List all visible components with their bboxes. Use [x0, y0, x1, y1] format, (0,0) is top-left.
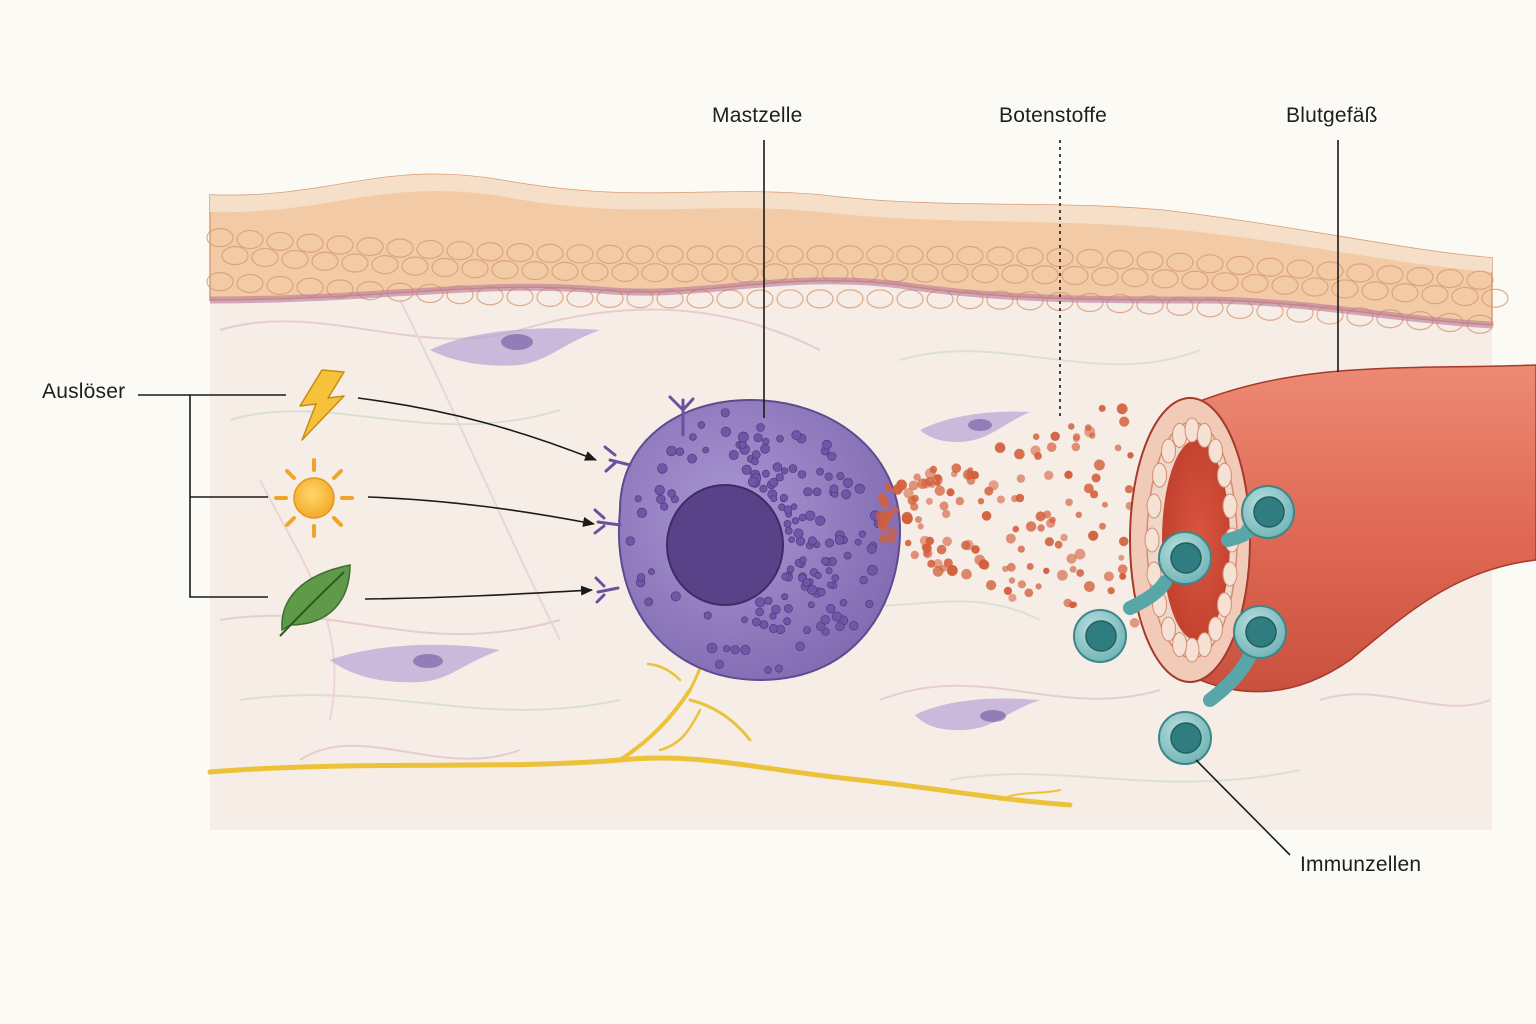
immune-cells [1073, 485, 1295, 765]
mast-cell [593, 395, 902, 682]
sun-icon [274, 458, 354, 538]
label-mast-cell: Mastzelle [712, 104, 803, 127]
messenger-particles [876, 403, 1140, 633]
lightning-icon [299, 369, 345, 441]
trigger-arrows [357, 397, 597, 600]
label-blood-vessel: Blutgefäß [1286, 104, 1378, 127]
label-messengers: Botenstoffe [999, 104, 1108, 127]
label-immune-cells: Immunzellen [1300, 853, 1422, 876]
label-trigger: Auslöser [42, 380, 126, 403]
mast-cell-nucleus [666, 484, 784, 606]
leaf-icon [279, 564, 351, 637]
callout-lines [763, 140, 1339, 856]
epidermis-layer [206, 173, 1509, 334]
trigger-bracket [138, 394, 286, 598]
